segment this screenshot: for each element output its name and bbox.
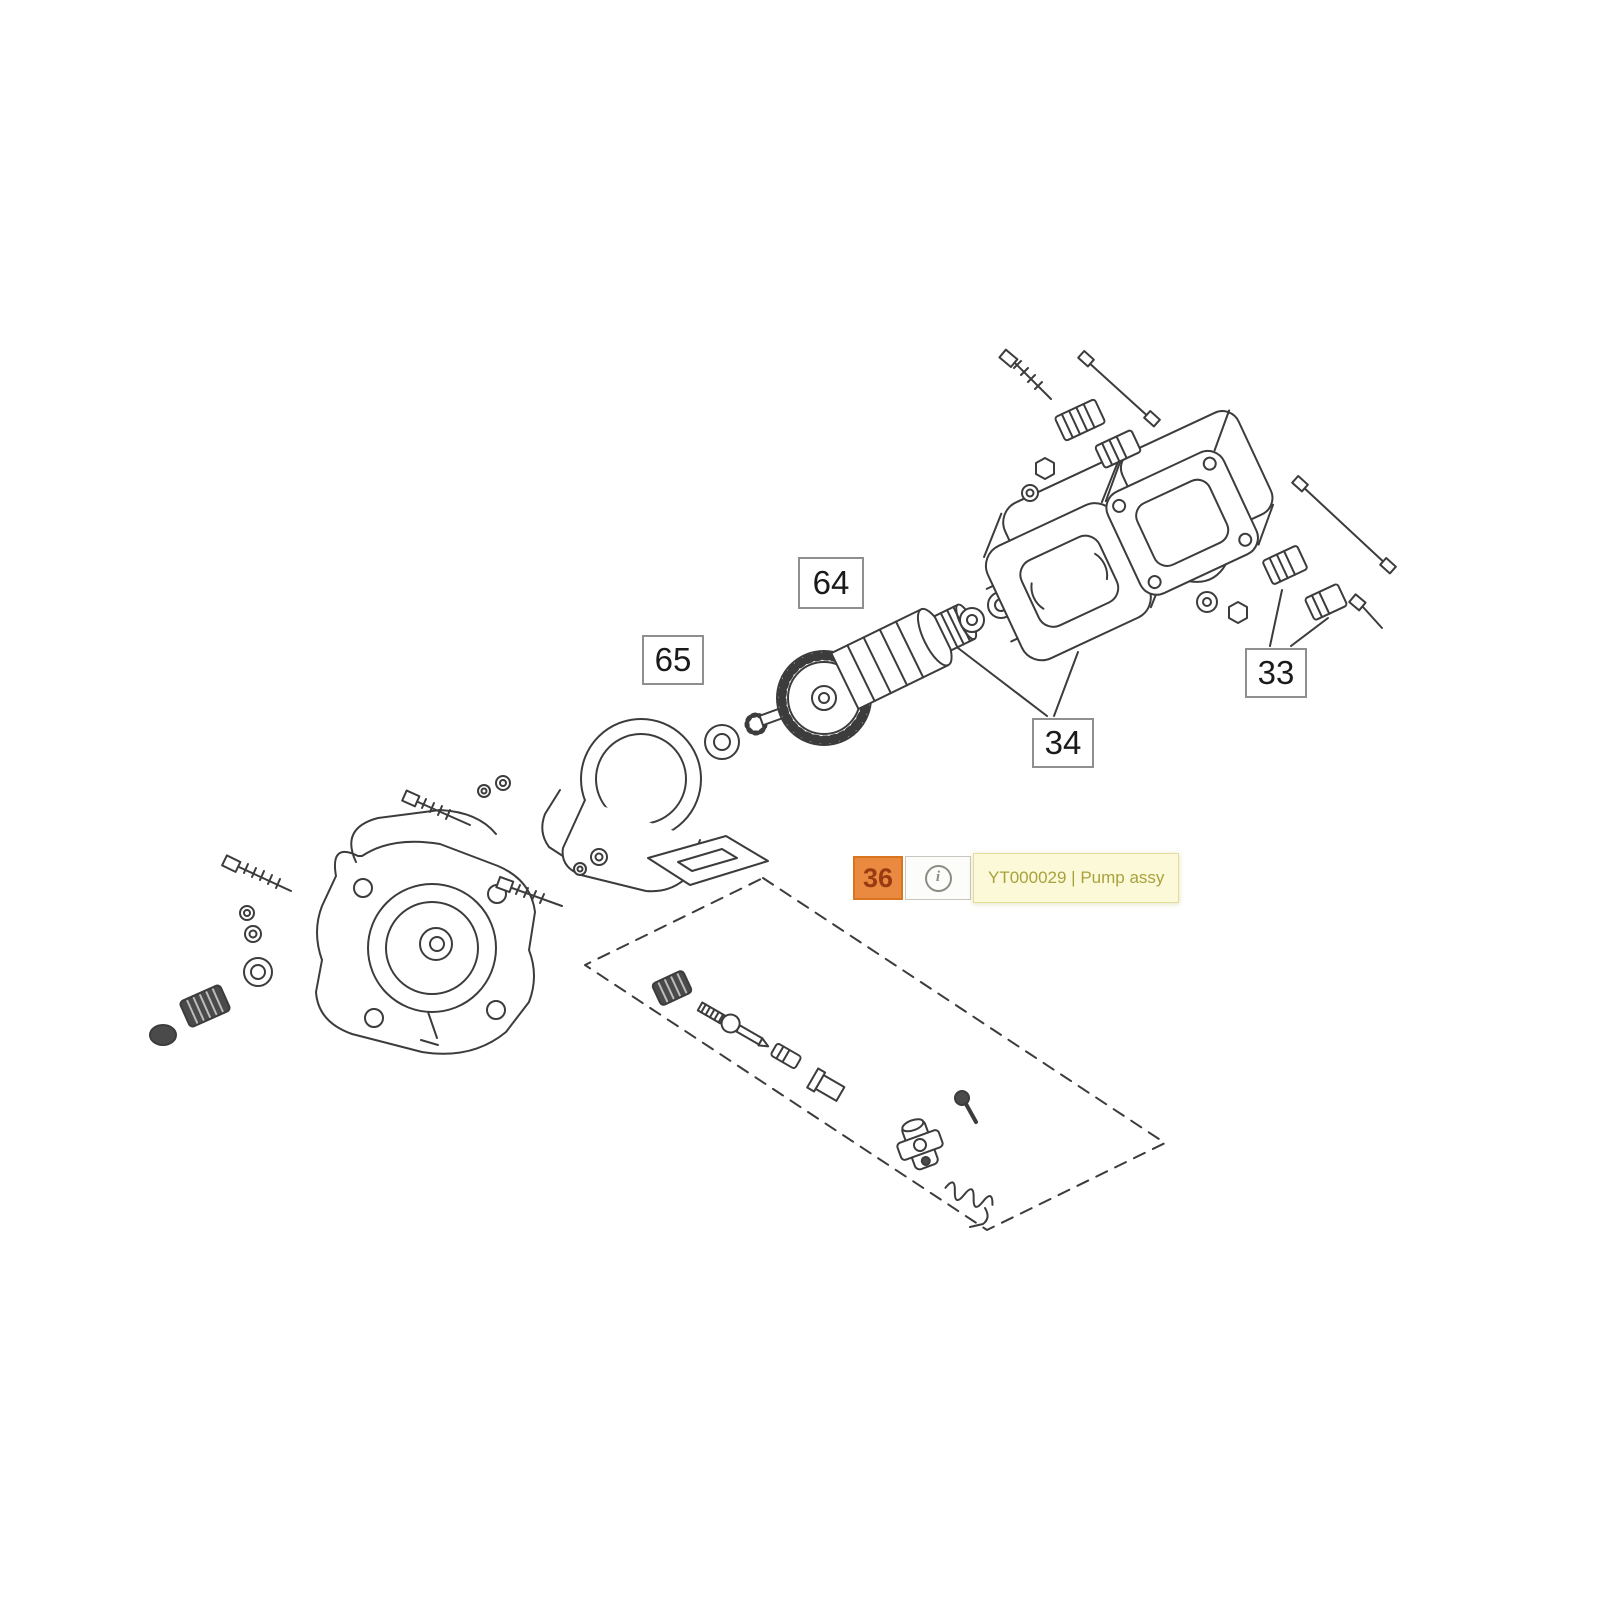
pump-assy-boundary [584, 877, 1166, 1231]
part-tooltip[interactable]: YT000029 | Pump assy [973, 853, 1180, 903]
armature-part [744, 603, 978, 746]
brush-hardware-top-part [998, 348, 1161, 502]
motor-bracket-part [541, 718, 769, 893]
housing-hardware-part [149, 854, 292, 1046]
callout-65-label: 65 [654, 641, 692, 678]
info-button[interactable]: i [905, 856, 971, 900]
brush-hardware-right-part [1196, 475, 1397, 629]
callout-34[interactable]: 34 [1032, 718, 1094, 768]
callout-64[interactable]: 64 [798, 557, 864, 609]
leader-lines [957, 589, 1329, 717]
callout-33[interactable]: 33 [1245, 648, 1307, 698]
gear-housing-part [315, 809, 536, 1055]
pump-parts [651, 970, 994, 1228]
part-tooltip-text: YT000029 | Pump assy [988, 868, 1165, 887]
callout-34-label: 34 [1044, 724, 1082, 761]
callout-64-label: 64 [812, 564, 850, 601]
info-icon: i [924, 864, 952, 892]
callout-33-label: 33 [1257, 654, 1295, 691]
selected-part-chip: 36 i YT000029 | Pump assy [853, 853, 1180, 903]
callout-65[interactable]: 65 [642, 635, 704, 685]
bearing-part [704, 724, 740, 760]
end-housing-part [1104, 409, 1275, 596]
bracket-hardware-part [401, 775, 608, 907]
part-number-badge[interactable]: 36 [853, 856, 903, 900]
